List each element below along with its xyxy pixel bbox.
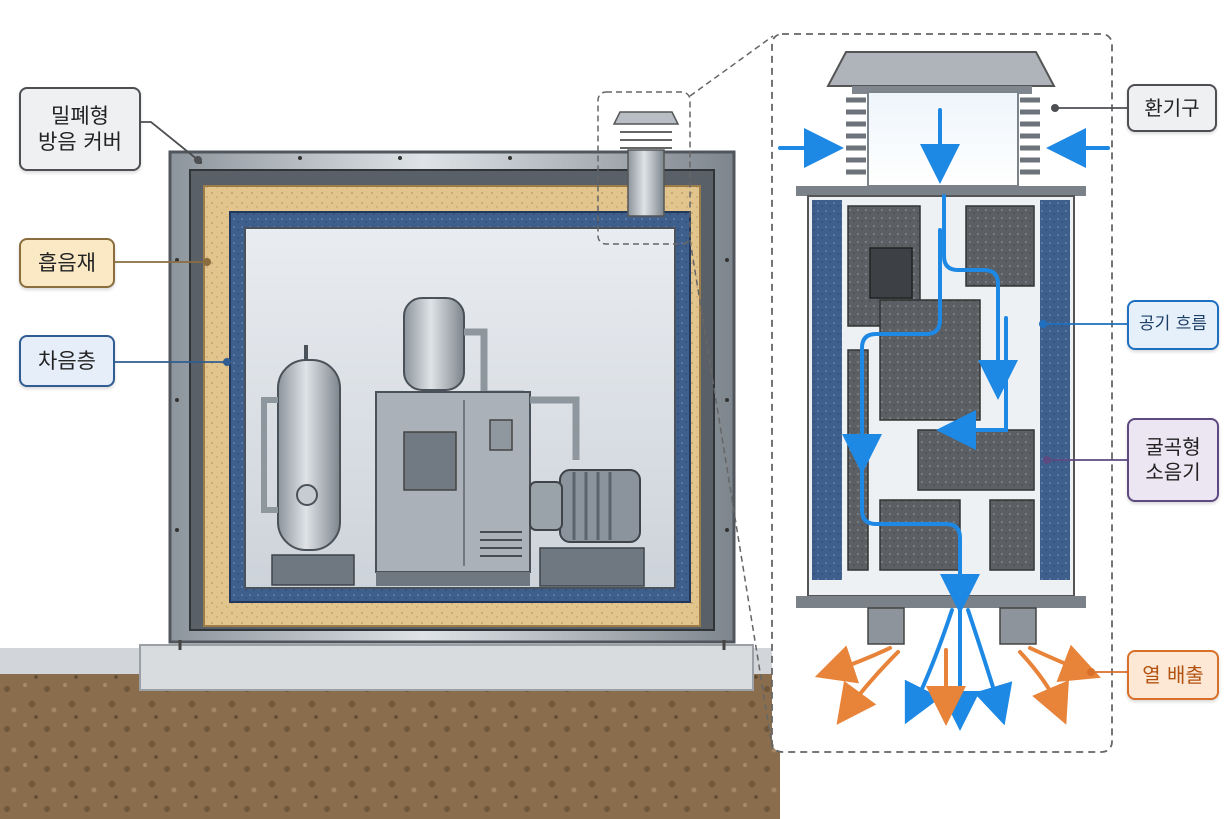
- detail-vent-cap: [826, 51, 1056, 187]
- zoom-source-box: [597, 91, 691, 245]
- concrete-slab: [139, 644, 754, 691]
- compressor-unit: [375, 297, 580, 586]
- air-tank: [261, 345, 355, 586]
- motor: [529, 469, 645, 587]
- label-air-flow: 공기 흐름: [1127, 300, 1219, 350]
- leader-lines: [115, 104, 1127, 676]
- label-muffler: 굴곡형 소음기: [1127, 418, 1219, 502]
- label-blocking-layer: 차음층: [19, 335, 115, 387]
- label-absorber: 흡음재: [19, 238, 115, 288]
- label-sealed-cover: 밀폐형 방음 커버: [19, 87, 141, 171]
- soil: [0, 674, 780, 819]
- label-vent: 환기구: [1127, 84, 1217, 132]
- blower-vent-icon: [612, 111, 680, 217]
- zoom-link-top: [689, 35, 774, 97]
- zoom-link-bottom: [689, 239, 774, 753]
- heat-flow-arrow-icon: [814, 644, 1101, 726]
- label-heat-exhaust: 열 배출: [1127, 650, 1219, 700]
- air-flow-arrow-icon: [778, 108, 1110, 731]
